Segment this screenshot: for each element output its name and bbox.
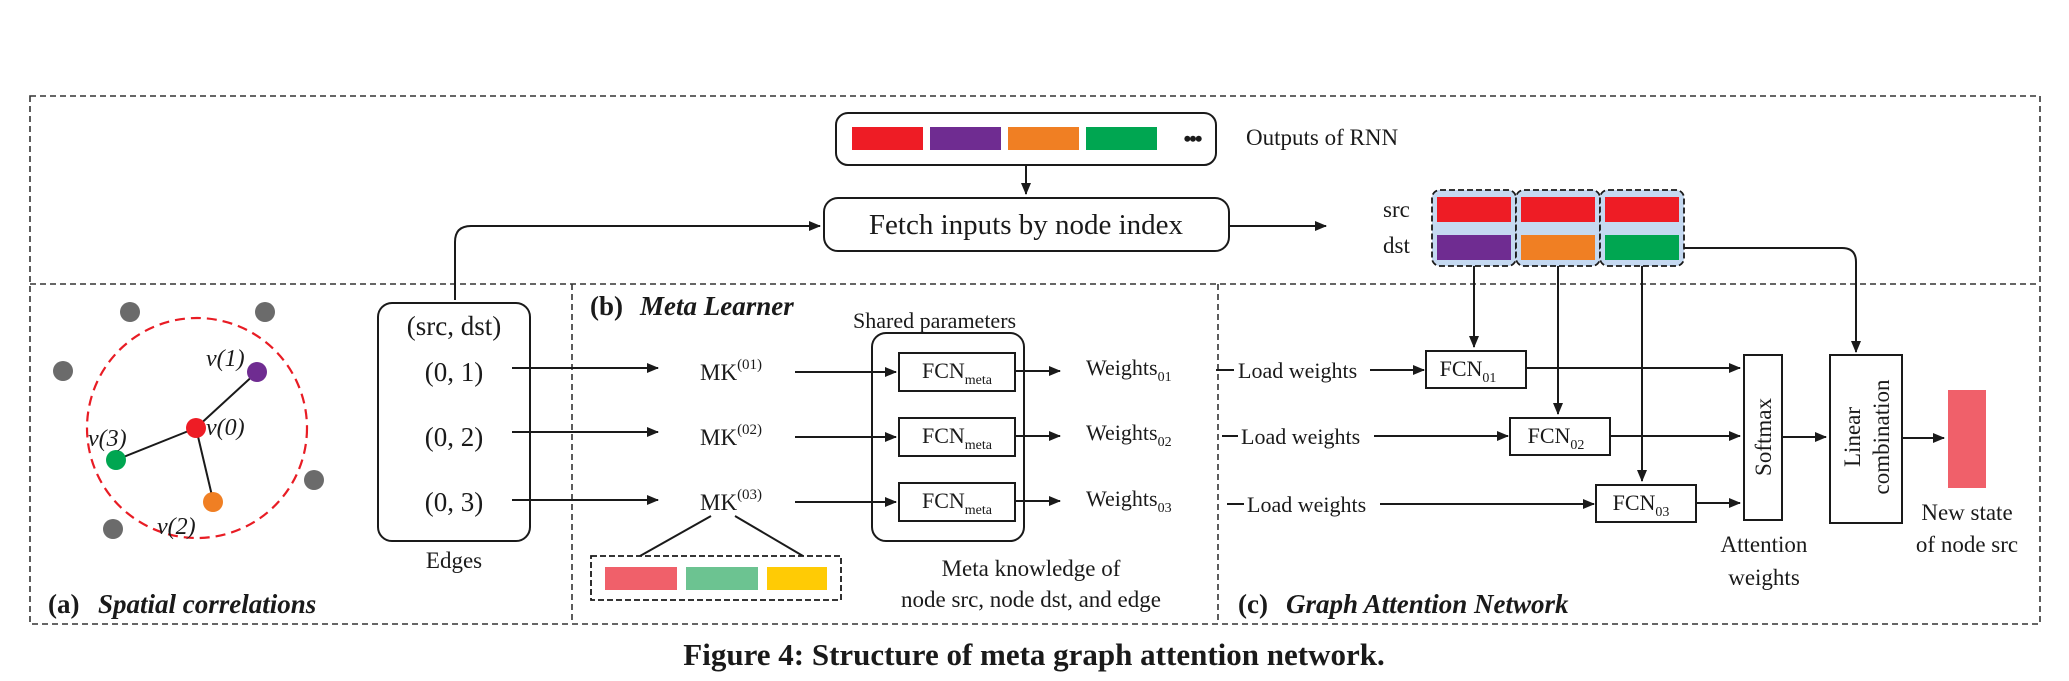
- outside-node: [120, 302, 140, 322]
- mk03-spread-right: [734, 515, 804, 557]
- node-label-v0: v(0): [206, 415, 245, 441]
- rnn-output-purple: [930, 127, 1001, 150]
- linear-combination-line1: Linear: [1840, 407, 1865, 467]
- node-label-v2: v(2): [157, 514, 196, 540]
- outside-node: [53, 361, 73, 381]
- arrow-edges-to-fetch: [454, 221, 821, 300]
- softmax-box: [1743, 354, 1783, 521]
- linear-combination-line2: combination: [1869, 379, 1894, 494]
- panel-b-title: Meta Learner: [639, 291, 794, 321]
- src-label: src: [1383, 197, 1410, 222]
- fcn-01-label: FCN01: [1440, 356, 1497, 386]
- panel-a-title: Spatial correlations: [98, 589, 316, 619]
- graph-edge-0-3: [115, 427, 197, 461]
- load-weights-01: Load weights: [1238, 358, 1357, 383]
- edge-row-01: (0, 1): [425, 357, 483, 387]
- panel-c-letter: (c): [1238, 589, 1268, 619]
- new-state-bar: [1948, 390, 1986, 488]
- rnn-outputs-label: Outputs of RNN: [1246, 125, 1398, 150]
- fcn-02-label: FCN02: [1528, 423, 1585, 453]
- node-v1: [247, 362, 267, 382]
- node-v0: [186, 418, 206, 438]
- fcn-meta-02-label: FCNmeta: [922, 423, 993, 453]
- edge-row-02: (0, 2): [425, 422, 483, 452]
- fetch-inputs-box: [823, 197, 1230, 252]
- weights-01: Weights01: [1086, 355, 1172, 385]
- fcn-02-box: [1509, 417, 1611, 456]
- panel-a-letter: (a): [48, 589, 79, 619]
- panel-c-title: Graph Attention Network: [1286, 589, 1569, 619]
- load-weights-02: Load weights: [1241, 424, 1360, 449]
- new-state-line1: New state: [1921, 500, 2012, 525]
- rnn-output-orange: [1008, 127, 1079, 150]
- mk-03: MK(03): [700, 487, 762, 515]
- shared-parameters-label: Shared parameters: [853, 308, 1016, 333]
- outside-node: [103, 519, 123, 539]
- edges-header: (src, dst): [407, 311, 501, 341]
- fcn-03-label: FCN03: [1613, 490, 1670, 520]
- edges-caption: Edges: [426, 548, 482, 573]
- figure-caption: Figure 4: Structure of meta graph attent…: [683, 637, 1384, 672]
- rnn-output-red: [852, 127, 923, 150]
- mk-02: MK(02): [700, 422, 762, 450]
- node-label-v1: v(1): [206, 346, 245, 372]
- arrow-pairs-to-linear: [1684, 247, 1861, 353]
- fcn-meta-01-box: [898, 352, 1016, 392]
- node-v3: [106, 450, 126, 470]
- outer-dashed-frame: [29, 95, 2041, 625]
- node-v2: [203, 492, 223, 512]
- edges-box: [377, 302, 531, 542]
- graph-edge-0-1: [195, 371, 258, 429]
- mk03-spread-left: [639, 515, 712, 557]
- weights-03: Weights03: [1086, 486, 1172, 516]
- fetched-pair-02: [1515, 189, 1601, 267]
- panel-b-letter: (b): [590, 291, 623, 321]
- attention-weights-line1: Attention: [1721, 532, 1808, 557]
- neighborhood-circle: [85, 316, 309, 540]
- mk-01: MK(01): [700, 357, 762, 385]
- graph-edge-0-2: [195, 427, 214, 501]
- meta-knowledge-src: [605, 567, 677, 590]
- fcn-meta-03-box: [898, 482, 1016, 522]
- outside-node: [255, 302, 275, 322]
- attention-weights-line2: weights: [1728, 565, 1800, 590]
- weights-02: Weights02: [1086, 420, 1172, 450]
- fetch-inputs-label: Fetch inputs by node index: [869, 209, 1184, 241]
- rnn-output-green: [1086, 127, 1157, 150]
- edge-row-03: (0, 3): [425, 487, 483, 517]
- fcn-meta-01-label: FCNmeta: [922, 358, 993, 388]
- fcn-01-box: [1425, 350, 1527, 389]
- outside-node: [304, 470, 324, 490]
- rnn-ellipsis: •••: [1183, 126, 1201, 151]
- node-label-v3: v(3): [88, 426, 127, 452]
- meta-knowledge-edge: [767, 567, 827, 590]
- meta-knowledge-line1: Meta knowledge of: [942, 556, 1121, 581]
- load-weights-03: Load weights: [1247, 492, 1366, 517]
- fcn-meta-03-label: FCNmeta: [922, 488, 993, 518]
- fetched-pair-03: [1599, 189, 1685, 267]
- softmax-label: Softmax: [1751, 398, 1776, 476]
- new-state-line2: of node src: [1916, 532, 2018, 557]
- meta-knowledge-line2: node src, node dst, and edge: [901, 587, 1161, 612]
- dst-label: dst: [1383, 233, 1410, 258]
- fetched-pair-01: [1431, 189, 1517, 267]
- meta-knowledge-dst: [686, 567, 758, 590]
- fcn-meta-02-box: [898, 417, 1016, 457]
